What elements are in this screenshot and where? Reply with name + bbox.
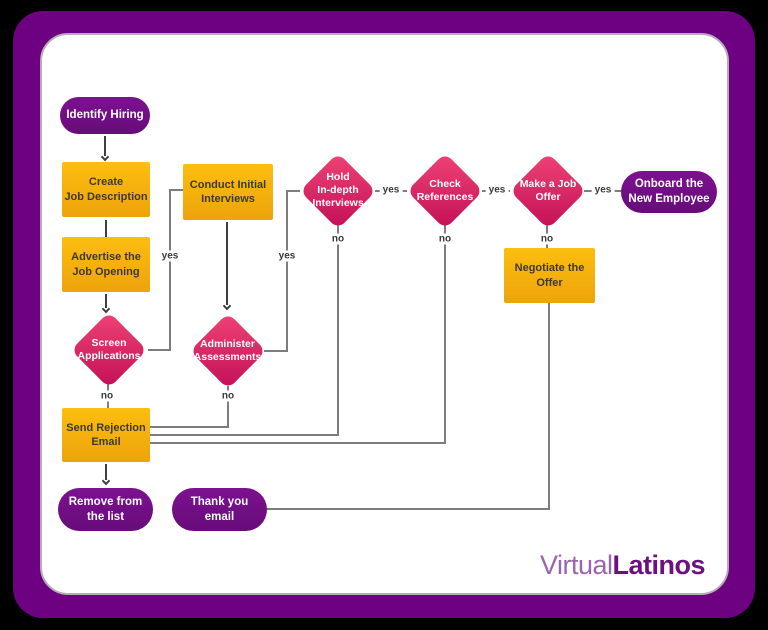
arrow-identify-to-create bbox=[104, 136, 106, 156]
node-thank-you-email: Thank you email bbox=[172, 488, 267, 531]
node-label: Check References bbox=[416, 177, 474, 203]
edge-label-yes: yes bbox=[485, 184, 509, 196]
node-label: Hold In-depth Interviews bbox=[312, 170, 364, 210]
node-label: Create bbox=[88, 176, 124, 189]
node-label: Negotiate the bbox=[514, 262, 585, 275]
node-label: New Employee bbox=[628, 193, 710, 205]
node-label: Thank you bbox=[190, 495, 249, 508]
connector-negotiate-to-thankyou-line bbox=[266, 508, 550, 510]
edge-label-yes: yes bbox=[591, 184, 615, 196]
connector-administer-yes-line bbox=[286, 190, 300, 192]
node-create-job-description: Create Job Description bbox=[62, 162, 150, 217]
node-label: Conduct Initial bbox=[189, 178, 267, 191]
connector-hold-no-line bbox=[337, 223, 339, 436]
node-label: Interviews bbox=[201, 193, 255, 205]
node-check-references: Check References bbox=[406, 152, 484, 230]
node-label: Administer Assessments bbox=[193, 337, 262, 363]
connector-screen-yes-line bbox=[148, 349, 171, 351]
node-label: Advertise the bbox=[71, 251, 141, 264]
edge-label-no: no bbox=[218, 390, 238, 402]
edge-label-no: no bbox=[537, 233, 557, 245]
node-label: Email bbox=[91, 436, 121, 448]
node-administer-assessments: Administer Assessments bbox=[188, 312, 267, 390]
node-remove-from-list: Remove from the list bbox=[58, 488, 153, 531]
connector-screen-yes-line bbox=[169, 189, 171, 351]
node-label: Job Description bbox=[64, 190, 148, 203]
connector-hold-no-line bbox=[150, 434, 339, 436]
node-screen-applications: Screen Applications bbox=[70, 311, 148, 389]
node-hold-indepth-interviews: Hold In-depth Interviews bbox=[299, 152, 377, 229]
node-label: email bbox=[204, 510, 235, 523]
node-conduct-initial-interviews: Conduct Initial Interviews bbox=[183, 164, 273, 220]
connector-administer-no-line bbox=[150, 426, 229, 428]
node-label: Onboard the bbox=[634, 178, 704, 191]
arrow-advertise-to-screen bbox=[105, 294, 107, 308]
node-label: Screen Applications bbox=[77, 336, 141, 362]
white-card bbox=[40, 33, 729, 595]
arrow-create-to-advertise bbox=[105, 220, 107, 237]
virtual-latinos-logo: VirtualLatinos bbox=[540, 550, 706, 581]
logo-text-virtual: Virtual bbox=[540, 550, 613, 580]
arrow-conduct-to-administer bbox=[226, 222, 228, 305]
node-label: Make a Job Offer bbox=[519, 177, 577, 203]
edge-label-no: no bbox=[328, 233, 348, 245]
connector-check-no-line bbox=[444, 224, 446, 444]
connector-administer-yes-line bbox=[264, 350, 288, 352]
edge-label-no: no bbox=[435, 233, 455, 245]
edge-label-yes: yes bbox=[379, 184, 403, 196]
node-onboard-new-employee: Onboard the New Employee bbox=[621, 171, 717, 213]
node-label: Offer bbox=[536, 276, 563, 289]
node-label: the list bbox=[86, 510, 125, 523]
edge-label-no: no bbox=[97, 390, 117, 402]
edge-label-yes: yes bbox=[158, 250, 182, 262]
connector-administer-yes-line bbox=[286, 190, 288, 352]
node-label: Remove from bbox=[68, 495, 143, 508]
node-label: Identify Hiring bbox=[66, 109, 144, 122]
connector-screen-yes-line bbox=[169, 189, 184, 191]
connector-administer-no-line bbox=[227, 386, 229, 428]
node-label: Job Opening bbox=[72, 265, 140, 278]
logo-text-latinos: Latinos bbox=[612, 550, 706, 580]
arrow-rejection-to-remove bbox=[105, 464, 107, 480]
node-send-rejection-email: Send Rejection Email bbox=[62, 408, 150, 462]
connector-check-no-line bbox=[150, 442, 446, 444]
node-advertise-job-opening: Advertise the Job Opening bbox=[62, 237, 150, 292]
node-label: Send Rejection bbox=[66, 421, 146, 434]
node-identify-hiring: Identify Hiring bbox=[60, 97, 150, 134]
edge-label-yes: yes bbox=[275, 250, 299, 262]
node-make-job-offer: Make a Job Offer bbox=[509, 152, 587, 230]
connector-negotiate-to-thankyou-line bbox=[548, 303, 550, 510]
node-negotiate-offer: Negotiate the Offer bbox=[504, 248, 595, 303]
